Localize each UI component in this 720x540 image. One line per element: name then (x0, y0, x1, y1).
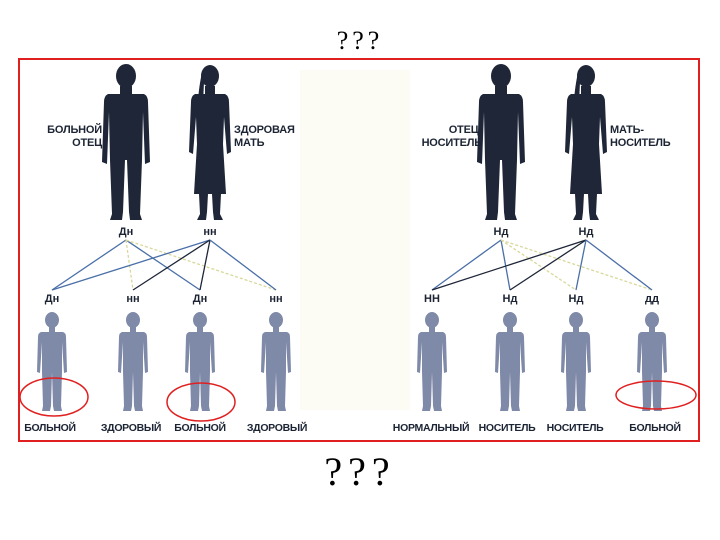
right-child-1-figure (417, 312, 447, 411)
carrier-father-figure (477, 64, 525, 220)
left-child-4-figure (261, 312, 291, 411)
affected-circle-left-3 (166, 382, 236, 422)
carrier-father-genotype: Нд (493, 226, 509, 238)
left-child-4-label: ЗДОРОВЫЙ (246, 422, 308, 434)
right-child-1-label: НОРМАЛЬНЫЙ (392, 422, 470, 434)
left-child-2-genotype: нн (126, 293, 140, 305)
left-child-2-label: ЗДОРОВЫЙ (100, 422, 162, 434)
right-child-2-label: НОСИТЕЛЬ (478, 422, 536, 434)
right-child-2-figure (495, 312, 525, 411)
left-child-1-genotype: Дн (44, 293, 60, 305)
right-child-4-genotype: дд (645, 293, 659, 305)
right-child-1-genotype: НН (424, 293, 440, 305)
left-cross-lines (51, 239, 277, 291)
right-child-4-label: БОЛЬНОЙ (629, 422, 681, 434)
carrier-father-label: ОТЕЦ-НОСИТЕЛЬ (421, 124, 483, 149)
right-cross-lines (431, 239, 653, 291)
diagram-frame (18, 58, 700, 442)
left-child-3-genotype: Дн (192, 293, 208, 305)
left-child-1-label: БОЛЬНОЙ (24, 422, 76, 434)
healthy-mother-genotype: нн (203, 226, 217, 238)
top-question-marks: ??? (336, 26, 384, 55)
right-child-3-genotype: Нд (568, 293, 584, 305)
left-child-3-figure (185, 312, 215, 411)
left-child-4-genotype: нн (269, 293, 283, 305)
sick-father-genotype: Дн (118, 226, 134, 238)
right-child-3-label: НОСИТЕЛЬ (546, 422, 604, 434)
affected-circle-right-4 (615, 380, 697, 410)
left-child-3-label: БОЛЬНОЙ (174, 422, 226, 434)
carrier-mother-genotype: Нд (578, 226, 594, 238)
carrier-mother-label: МАТЬ-НОСИТЕЛЬ (610, 124, 671, 149)
right-child-4-figure (637, 312, 667, 411)
sick-father-figure (102, 64, 150, 220)
right-child-3-figure (561, 312, 591, 411)
bottom-question-marks: ??? (324, 449, 396, 494)
carrier-mother-figure (565, 65, 607, 220)
left-child-1-figure (37, 312, 67, 411)
right-child-2-genotype: Нд (502, 293, 518, 305)
healthy-mother-figure (189, 65, 231, 220)
left-child-2-figure (118, 312, 148, 411)
affected-circle-left-1 (19, 377, 89, 417)
